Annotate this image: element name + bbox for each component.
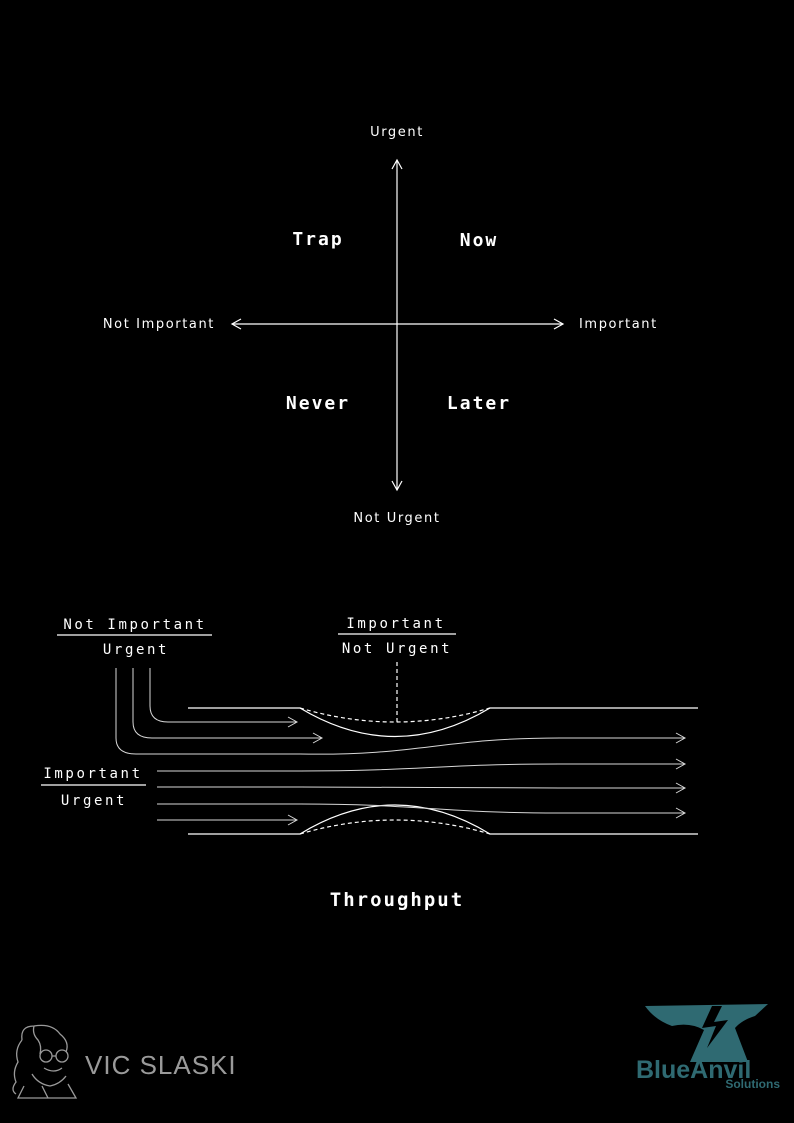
flow-through xyxy=(157,758,687,772)
diagram-title: Throughput xyxy=(330,889,464,911)
label-important: Important xyxy=(43,766,142,782)
label-urgent: Urgent xyxy=(103,642,169,658)
label-not-urgent: Not Urgent xyxy=(342,641,452,657)
flow-stopped xyxy=(149,668,299,728)
lightning-bolt xyxy=(702,1006,728,1048)
label-not-important: Not Important xyxy=(63,617,206,633)
pipe-bottom-wall xyxy=(188,804,698,835)
anvil-lightning-icon xyxy=(645,1004,768,1062)
quadrant-trap: Trap xyxy=(292,229,343,250)
author-name: VIC SLASKI xyxy=(85,1050,237,1080)
axis-label-not-important: Not Important xyxy=(103,317,215,332)
portrait-icon xyxy=(12,1024,78,1099)
label-important: Important xyxy=(346,616,445,632)
axis-label-not-urgent: Not Urgent xyxy=(353,511,440,526)
brand-subtitle: Solutions xyxy=(725,1077,780,1091)
quadrant-later: Later xyxy=(447,393,511,414)
flow-through xyxy=(157,803,687,819)
pipe-top-bulge-dashed xyxy=(299,707,491,723)
throughput-diagram: Not Important Urgent Important Not Urgen… xyxy=(41,616,698,911)
axis-label-urgent: Urgent xyxy=(370,125,424,140)
pipe-bottom-bulge-dashed xyxy=(299,819,491,835)
brand-name: BlueAnvil xyxy=(636,1056,751,1084)
flow-through xyxy=(157,782,687,794)
quadrant-never: Never xyxy=(286,393,350,414)
pipe-top-wall xyxy=(188,707,698,737)
priority-matrix: Urgent Not Urgent Not Important Importan… xyxy=(103,125,658,526)
flow-stopped xyxy=(132,668,324,744)
author-signature: VIC SLASKI xyxy=(12,1024,237,1099)
label-urgent: Urgent xyxy=(61,793,127,809)
quadrant-now: Now xyxy=(460,230,499,251)
axis-label-important: Important xyxy=(579,317,658,332)
brand-logo: BlueAnvil Solutions xyxy=(636,1004,780,1091)
flow-through xyxy=(115,668,687,755)
